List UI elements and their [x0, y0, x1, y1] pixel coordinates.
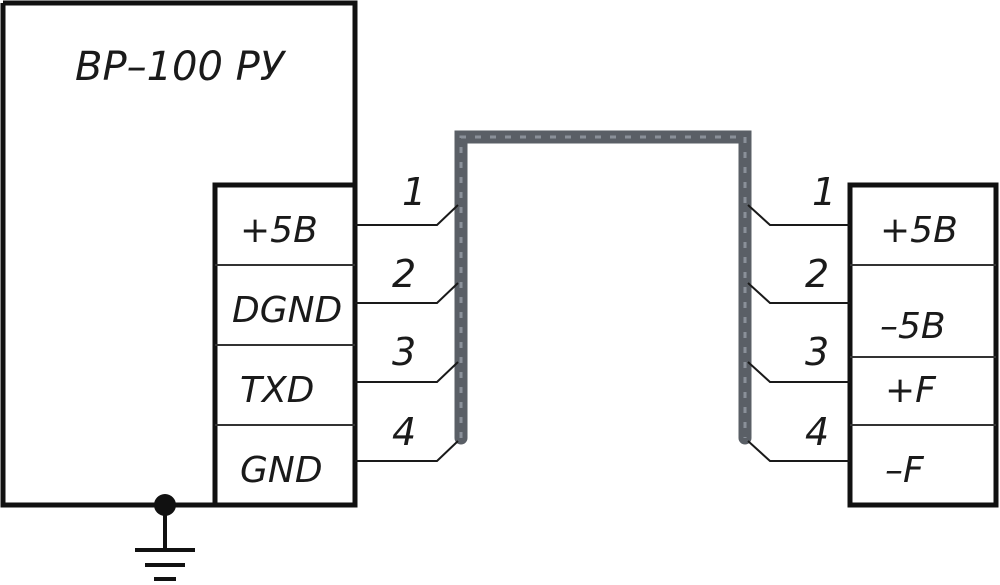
- left-wire-1: [355, 204, 459, 226]
- right-connector: [847, 182, 999, 508]
- left-wire-2: [355, 282, 459, 304]
- right-pin-number-4: 4: [805, 410, 829, 454]
- left-pin-label-3: TXD: [240, 370, 314, 411]
- right-wire-4: [747, 440, 850, 462]
- left-pin-number-2: 2: [392, 252, 416, 296]
- right-pin-number-3: 3: [805, 330, 829, 374]
- right-pin-label-4: –F: [885, 450, 925, 491]
- right-pin-number-1: 1: [812, 170, 836, 214]
- right-pin-label-3: +F: [885, 370, 937, 411]
- device-body: [0, 0, 358, 508]
- left-pin-number-4: 4: [392, 410, 416, 454]
- right-pin-number-2: 2: [805, 252, 829, 296]
- left-pin-label-1: +5B: [240, 210, 318, 251]
- right-wire-2: [747, 282, 850, 304]
- left-pin-number-3: 3: [392, 330, 416, 374]
- right-pin-label-2: –5B: [880, 306, 946, 347]
- ground-icon: [135, 494, 195, 581]
- device-title: BP–100 PУ: [75, 44, 287, 90]
- left-wire-3: [355, 361, 459, 383]
- left-pin-number-1: 1: [402, 170, 426, 214]
- right-pin-label-1: +5B: [880, 210, 958, 251]
- left-wire-4: [355, 440, 459, 462]
- right-wire-1: [747, 204, 850, 226]
- right-wire-3: [747, 361, 850, 383]
- cable-bundle-texture: [459, 135, 747, 438]
- cable-bundle: [454, 130, 752, 445]
- left-pin-label-2: DGND: [232, 290, 342, 331]
- left-pin-label-4: GND: [240, 450, 323, 491]
